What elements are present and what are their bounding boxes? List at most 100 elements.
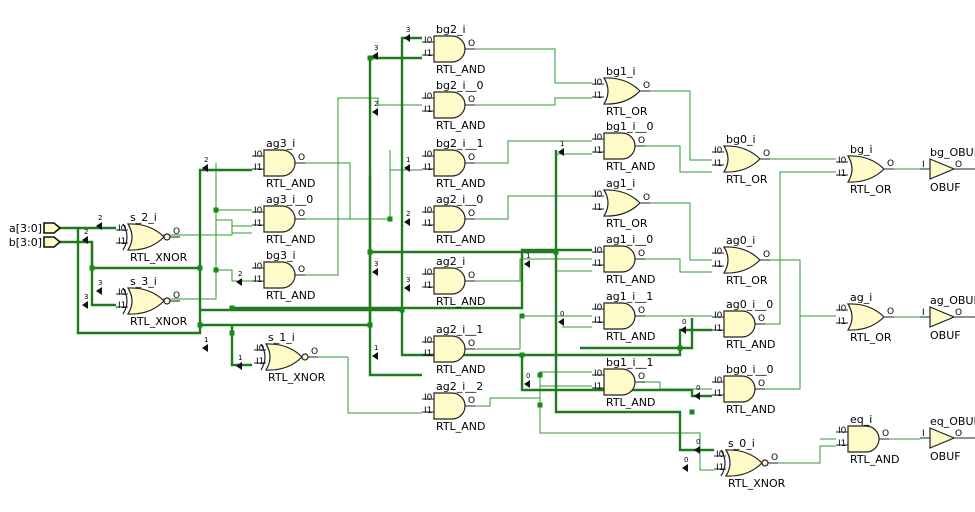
bus-ripper-arrow [372,268,378,276]
inversion-bubble [761,459,769,467]
pin-label-i1: I1 [594,382,602,392]
cell-type: RTL_AND [266,177,315,190]
pin-label-i0: I0 [424,36,433,46]
pin-label-o: O [758,314,765,324]
pin-label-o: O [173,227,180,237]
wire [297,162,390,220]
instance-name: s_0_i [728,437,755,450]
instance-name: s_2_i [130,211,157,224]
pin-label-i1: I1 [594,146,602,156]
bit-index-label: 1 [560,140,564,148]
instance-name: s_3_i [130,275,157,288]
cell-type: RTL_AND [606,273,655,286]
junction-dot [537,402,543,408]
and-gate-body [433,392,466,420]
input-port-b: b[3:0] [9,236,62,249]
instance-name: ag2_i [436,255,465,268]
bus-ripper-arrow [372,352,378,360]
wire [468,48,592,84]
inversion-bubble [163,233,171,241]
pin-label-i0: I0 [424,393,433,403]
xnor-input-arc [122,223,128,251]
pin-label-i0: I0 [714,376,723,386]
pin-label-i0: I0 [838,156,847,166]
junction-dot [689,409,695,415]
ports: a[3:0]b[3:0] [9,222,62,249]
and-gate-body [263,261,296,289]
pin-label-i0: I0 [254,262,263,272]
cell-type: RTL_AND [266,233,315,246]
pin-label-i0: I0 [838,426,847,436]
pin-label-i1: I1 [118,237,126,247]
instance-name: ag0_i__0 [726,298,773,311]
pin-label-o: O [643,193,650,203]
wire [468,315,592,350]
pin-label-i1: I1 [716,463,724,473]
and-gate-body [263,205,296,233]
bus-ripper-arrow [558,318,564,326]
pin-label-i0: I0 [594,78,603,88]
cell-type: RTL_AND [436,177,485,190]
bit-index-label: 1 [374,344,378,352]
bus-ripper-arrow [682,464,688,472]
bus-ripper-arrow [202,164,208,172]
pin-label-o: O [468,209,475,219]
bus [90,242,116,307]
pin-label-o: O [468,271,475,281]
bus-ripper-arrow [404,284,410,292]
bit-index-label: 1 [204,336,208,344]
pin-label-o: O [468,153,475,163]
instance-name: bg0_i__0 [726,363,774,376]
and-gate-body [603,368,636,396]
pin-label-i0: I0 [424,336,433,346]
instance-name: bg0_i [726,133,756,146]
and-gate-body [603,245,636,273]
bit-index-label: 2 [238,270,242,278]
cell-type: RTL_AND [436,363,485,376]
pin-label-i0: I0 [714,146,723,156]
bus-ripper-arrow [694,392,700,400]
buses [60,36,714,452]
junction-dot [229,305,235,311]
input-port-a: a[3:0] [9,222,62,235]
cell-type: RTL_AND [850,453,899,466]
or-gate-body [602,189,641,217]
cell-type: RTL_OR [850,331,892,344]
pin-label-i1: I1 [838,169,846,179]
cell-type: OBUF [930,450,961,463]
pin-label-i: I [922,429,925,439]
instance-name: ag1_i__1 [606,290,653,303]
pin-label-i: I [922,160,925,170]
instance-name: ag_i [850,291,872,304]
pin-label-i1: I1 [424,105,432,115]
wire [468,195,592,220]
bus-ripper-arrow [680,326,686,334]
xnor-gate-body [126,223,165,251]
pin-label-i1: I1 [594,91,602,101]
cell-type: OBUF [930,181,961,194]
cell-type: RTL_AND [606,330,655,343]
pin-label-i1: I1 [254,275,262,285]
instance-name: bg1_i [606,65,636,78]
cell-type: RTL_AND [436,295,485,308]
cell-type: RTL_AND [436,233,485,246]
instance-name: ag1_i [606,177,635,190]
pin-label-o: O [882,429,889,439]
pin-label-o: O [955,160,962,170]
pin-label-i1: I1 [424,406,432,416]
wire [638,90,712,161]
cell-type: RTL_AND [606,396,655,409]
wire [163,219,252,300]
cell-type: RTL_OR [726,173,768,186]
